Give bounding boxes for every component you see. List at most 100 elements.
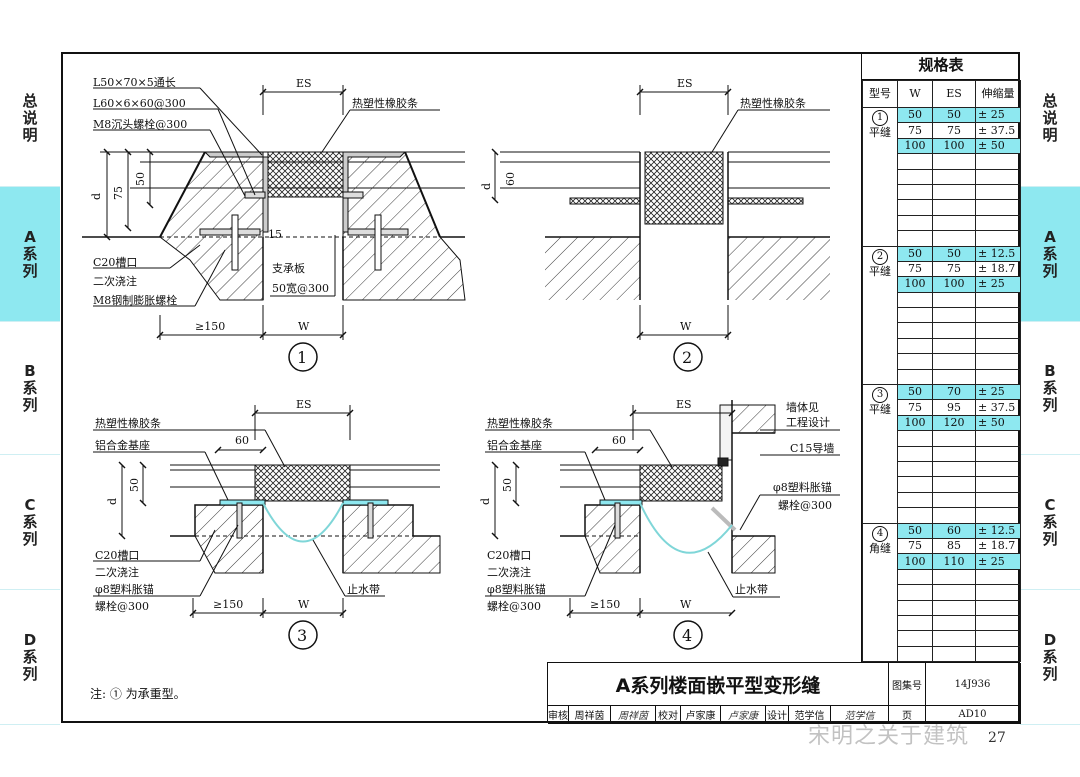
table-cell: 50 (897, 384, 933, 401)
table-cell: 85 (932, 537, 976, 555)
table-cell (932, 153, 976, 170)
table-cell (975, 337, 1021, 355)
table-cell: 75 (897, 260, 933, 278)
tab-label: 系列 (22, 647, 38, 683)
table-cell: ± 12.5 (975, 522, 1021, 539)
label: 工程设计 (786, 416, 830, 429)
table-cell: ± 18.7 (975, 537, 1021, 555)
table-cell (932, 199, 976, 216)
table-cell (897, 230, 933, 247)
label: 止水带 (735, 583, 768, 596)
table-row (863, 368, 1021, 386)
table-row (863, 353, 1021, 370)
table-cell (975, 291, 1021, 309)
dim-d: d (480, 183, 493, 190)
table-cell: ± 37.5 (975, 122, 1021, 139)
dim: 60 (235, 434, 249, 447)
label: φ8塑料胀锚 (95, 582, 154, 596)
table-cell (897, 599, 933, 616)
dim: W (298, 320, 310, 333)
label: 二次浇注 (95, 565, 139, 579)
table-cell (897, 614, 933, 632)
table-cell (932, 491, 976, 509)
detail-1 (82, 85, 466, 372)
type-name: 平缝 (869, 126, 891, 139)
label: 螺栓@300 (95, 599, 149, 613)
page-label: 页 (889, 706, 926, 724)
label: 铝合金基座 (487, 438, 542, 452)
label: 50宽@300 (272, 281, 329, 295)
section-tab[interactable]: 总说明 (1020, 50, 1080, 187)
detail-number: 4 (682, 626, 692, 645)
tab-prefix: A (24, 227, 36, 246)
detail-number: 1 (297, 348, 307, 367)
dim: 15 (268, 228, 282, 241)
tab-prefix: B (1044, 361, 1056, 380)
label: 热塑性橡胶条 (487, 416, 553, 430)
note: 注: ① 为承重型。 (90, 687, 186, 701)
dim: 50 (501, 478, 514, 492)
dim-es: ES (676, 398, 692, 411)
table-cell (975, 460, 1021, 478)
table-row (863, 568, 1021, 586)
checker: 卢家康 (681, 706, 721, 724)
table-cell: 100 (932, 276, 976, 293)
column-header: W (897, 80, 933, 108)
label: 墙体见 (786, 400, 819, 414)
table-row (863, 291, 1021, 309)
tab-prefix: C (24, 495, 36, 514)
table-cell (932, 307, 976, 324)
label: 热塑性橡胶条 (95, 416, 161, 430)
tab-prefix: A (1044, 227, 1056, 246)
label: φ8塑料胀锚 (773, 480, 832, 494)
table-cell (932, 614, 976, 632)
section-tab[interactable]: 总说明 (0, 50, 60, 187)
table-cell: 50 (932, 106, 976, 124)
table-cell: ± 50 (975, 414, 1021, 432)
dim: 60 (504, 172, 517, 186)
column-header: 型号 (862, 80, 898, 108)
table-row (863, 460, 1021, 478)
table-row (863, 183, 1021, 201)
table-cell: ± 50 (975, 137, 1021, 155)
type-number: 2 (872, 248, 888, 265)
detail-number: 3 (297, 626, 307, 645)
table-cell (897, 168, 933, 185)
table-cell (932, 291, 976, 309)
tab-prefix: D (1043, 630, 1057, 649)
table-row (863, 584, 1021, 601)
reviewer-signature: 周祥茵 (611, 706, 656, 724)
detail-4 (485, 400, 840, 650)
table-cell (932, 430, 976, 447)
table-cell (932, 168, 976, 185)
table-cell (897, 368, 933, 386)
table-cell (897, 353, 933, 370)
table-cell (932, 214, 976, 232)
table-row (863, 614, 1021, 632)
type-name: 平缝 (869, 264, 891, 278)
dim: W (298, 598, 310, 611)
table-cell: 100 (897, 137, 933, 155)
label: 螺栓@300 (487, 599, 541, 613)
table-cell (932, 445, 976, 462)
